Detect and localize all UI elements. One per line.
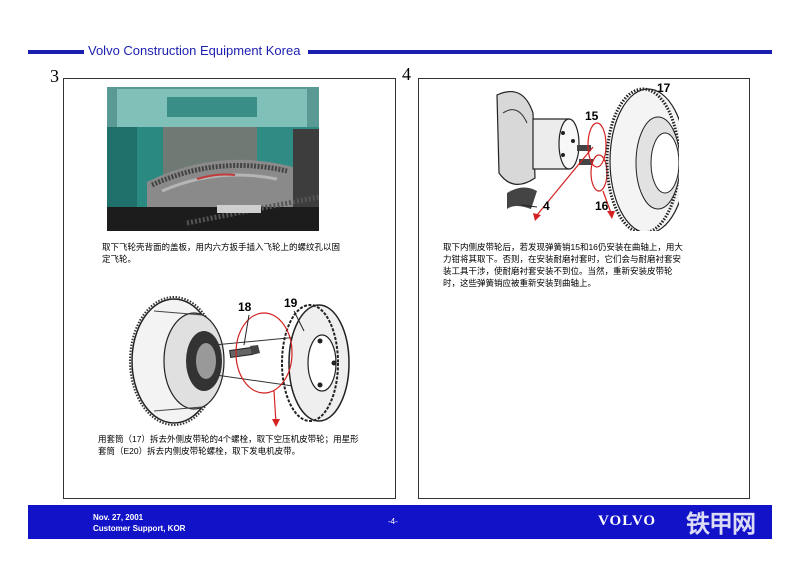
panel-number-3: 3: [50, 66, 59, 86]
caption-step-3-bottom: 用套筒（17）拆去外侧皮带轮的4个螺栓，取下空压机皮带轮；用星形套筒（E20）拆…: [98, 434, 359, 456]
footer-bar: Nov. 27, 2001 Customer Support, KOR -4- …: [28, 505, 772, 539]
flywheel-photo: [107, 87, 319, 231]
panel-step-4: 17 15 4 16 取下内侧皮带轮后，若发现弹簧销15和16仍安装在曲轴上，用…: [418, 78, 750, 499]
footer-support: Customer Support, KOR: [93, 524, 186, 533]
header-rule-right: [308, 50, 772, 54]
footer-date: Nov. 27, 2001: [93, 513, 144, 522]
pulley-diagram: 18 19: [124, 291, 372, 429]
crankshaft-diagram: 17 15 4 16: [493, 83, 679, 231]
callout-18: 18: [238, 300, 252, 314]
volvo-logo: VOLVO: [598, 513, 657, 529]
header-title: Volvo Construction Equipment Korea: [88, 43, 301, 58]
caption-step-3-top: 取下飞轮壳背面的盖板，用内六方扳手插入飞轮上的螺纹孔以固定飞轮。: [102, 242, 341, 264]
panel-step-3: 取下飞轮壳背面的盖板，用内六方扳手插入飞轮上的螺纹孔以固定飞轮。: [63, 78, 396, 499]
callout-15: 15: [585, 109, 599, 123]
panel-number-4: 4: [402, 64, 411, 84]
callout-17: 17: [657, 83, 671, 95]
watermark: 铁甲网: [686, 511, 756, 538]
header-rule-left: [28, 50, 84, 54]
page-number: -4-: [388, 517, 398, 526]
caption-step-4: 取下内侧皮带轮后，若发现弹簧销15和16仍安装在曲轴上，用大力钳将其取下。否则，…: [443, 242, 683, 288]
callout-16: 16: [595, 199, 609, 213]
callout-4: 4: [543, 199, 550, 213]
callout-19: 19: [284, 296, 298, 310]
